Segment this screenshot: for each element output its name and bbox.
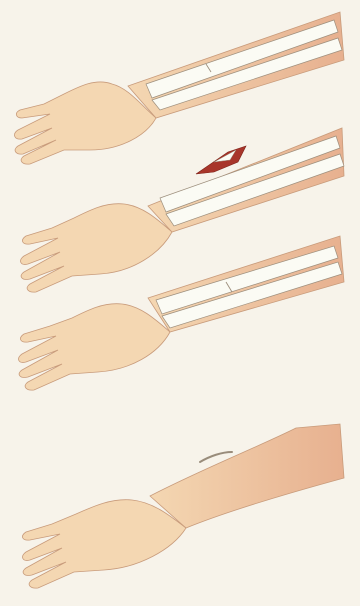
panel-2-hand	[21, 204, 172, 292]
panel-4-hand	[23, 500, 186, 588]
panel-3-hand	[19, 304, 170, 390]
panel-1-arm	[15, 12, 344, 164]
panel-4-arm	[23, 424, 344, 588]
panel-4-forearm	[150, 424, 344, 528]
